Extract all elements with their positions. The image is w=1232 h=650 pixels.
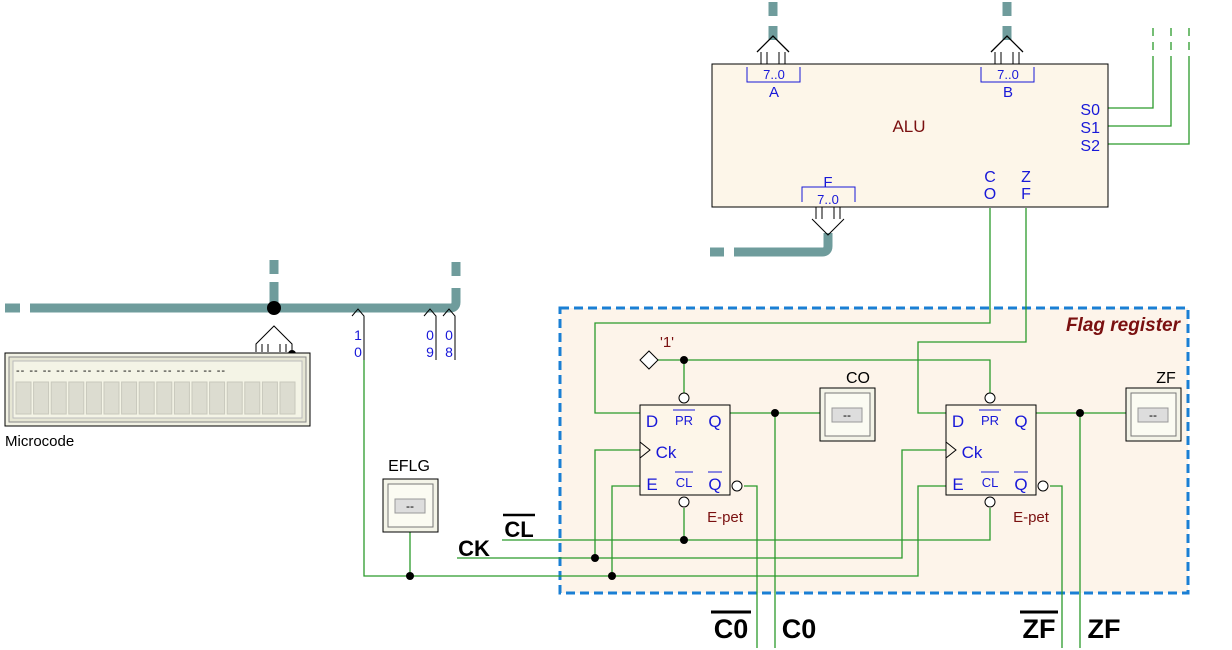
svg-text:B: B bbox=[1003, 84, 1013, 101]
microcode-cell bbox=[68, 381, 85, 415]
microcode-label: Microcode bbox=[5, 433, 74, 450]
microcode-cell bbox=[191, 381, 208, 415]
alu-pin-zf-top: Z bbox=[1021, 169, 1031, 186]
svg-text:CL: CL bbox=[676, 475, 693, 490]
svg-text:9: 9 bbox=[426, 344, 434, 360]
probe-eflg-label: EFLG bbox=[388, 458, 430, 475]
microcode-cell bbox=[33, 381, 50, 415]
svg-text:E: E bbox=[646, 475, 657, 494]
alu-pin-s2: S2 bbox=[1080, 138, 1100, 155]
bus-tap-10: 1 0 bbox=[351, 308, 365, 360]
bus-tap-08: 0 8 bbox=[442, 308, 456, 360]
microcode-cell bbox=[244, 381, 261, 415]
svg-text:0: 0 bbox=[354, 344, 362, 360]
svg-text:PR: PR bbox=[981, 413, 999, 428]
wires bbox=[363, 208, 1126, 648]
microcode-cell bbox=[156, 381, 173, 415]
probe-co[interactable]: -- CO bbox=[819, 370, 876, 442]
svg-text:0: 0 bbox=[426, 327, 434, 343]
alu-pin-co-bottom: O bbox=[984, 186, 996, 203]
svg-text:Ck: Ck bbox=[962, 443, 983, 462]
alu-label: ALU bbox=[892, 117, 925, 136]
bus-tap-09: 0 9 bbox=[423, 308, 437, 360]
svg-text:E-pet: E-pet bbox=[707, 509, 744, 526]
probe-zf[interactable]: -- ZF bbox=[1125, 370, 1182, 442]
svg-text:7..0: 7..0 bbox=[997, 67, 1019, 82]
svg-text:Ck: Ck bbox=[656, 443, 677, 462]
svg-text:F: F bbox=[823, 174, 832, 191]
svg-text:Q: Q bbox=[1014, 475, 1027, 494]
svg-text:7..0: 7..0 bbox=[817, 192, 839, 207]
microcode-cell bbox=[173, 381, 190, 415]
constant-one-label: '1' bbox=[660, 334, 674, 351]
microcode-cell bbox=[103, 381, 120, 415]
alu-port-a: 7..0 A bbox=[746, 35, 801, 101]
flag-register-title: Flag register bbox=[1066, 315, 1182, 336]
flipflop-zf[interactable]: D PR Q Ck E CL Q E-pet bbox=[945, 392, 1050, 526]
microcode-bus bbox=[5, 260, 461, 313]
microcode-cell bbox=[138, 381, 155, 415]
junctions bbox=[406, 356, 1084, 580]
bus-junction bbox=[267, 301, 281, 315]
svg-text:7..0: 7..0 bbox=[763, 67, 785, 82]
probe-eflg[interactable]: -- EFLG bbox=[382, 458, 439, 533]
microcode-cell bbox=[261, 381, 278, 415]
alu-pin-s0: S0 bbox=[1080, 102, 1100, 119]
microcode-cell bbox=[15, 381, 32, 415]
signal-c0-label: C0 bbox=[782, 614, 817, 644]
microcode-cell bbox=[85, 381, 102, 415]
alu-port-f: F 7..0 bbox=[801, 174, 856, 236]
probe-zf-label: ZF bbox=[1156, 370, 1176, 387]
svg-text:E: E bbox=[952, 475, 963, 494]
microcode-display[interactable]: -- -- -- -- -- -- -- -- -- -- -- -- -- -… bbox=[4, 325, 311, 427]
svg-text:E-pet: E-pet bbox=[1013, 509, 1050, 526]
svg-text:PR: PR bbox=[675, 413, 693, 428]
probe-co-label: CO bbox=[846, 370, 870, 387]
signal-zf-label: ZF bbox=[1088, 614, 1121, 644]
signal-c0-bar-label: C0 bbox=[714, 614, 749, 644]
svg-text:D: D bbox=[952, 412, 964, 431]
alu-f-bus bbox=[710, 233, 833, 257]
alu-port-b: 7..0 B bbox=[980, 35, 1035, 101]
alu-pin-co-top: C bbox=[984, 169, 996, 186]
alu-select-inputs bbox=[1108, 28, 1190, 145]
microcode-cell bbox=[279, 381, 296, 415]
flipflop-co[interactable]: D PR Q Ck E CL Q E-pet bbox=[639, 392, 744, 526]
microcode-cell bbox=[226, 381, 243, 415]
constant-one-symbol bbox=[639, 350, 659, 370]
alu-component[interactable]: ALU 7..0 A 7..0 B F 7..0 bbox=[711, 35, 1109, 236]
microcode-dashes: -- -- -- -- -- -- -- -- -- -- -- -- -- -… bbox=[16, 365, 226, 377]
svg-text:1: 1 bbox=[354, 327, 362, 343]
signal-cl-label: CL bbox=[504, 517, 533, 542]
svg-text:8: 8 bbox=[445, 344, 453, 360]
microcode-cell bbox=[121, 381, 138, 415]
svg-text:Q: Q bbox=[1014, 412, 1027, 431]
signal-zf-bar-label: ZF bbox=[1023, 614, 1056, 644]
svg-text:D: D bbox=[646, 412, 658, 431]
svg-text:0: 0 bbox=[445, 327, 453, 343]
svg-text:--: -- bbox=[1149, 408, 1157, 422]
svg-text:Q: Q bbox=[708, 475, 721, 494]
alu-pin-zf-bottom: F bbox=[1021, 186, 1031, 203]
svg-text:--: -- bbox=[843, 408, 851, 422]
svg-text:--: -- bbox=[406, 499, 414, 513]
microcode-cell bbox=[209, 381, 226, 415]
svg-text:CL: CL bbox=[982, 475, 999, 490]
signal-ck-label: CK bbox=[458, 536, 490, 561]
microcode-cell bbox=[50, 381, 67, 415]
alu-pin-s1: S1 bbox=[1080, 120, 1100, 137]
svg-text:Q: Q bbox=[708, 412, 721, 431]
svg-text:A: A bbox=[769, 84, 779, 101]
